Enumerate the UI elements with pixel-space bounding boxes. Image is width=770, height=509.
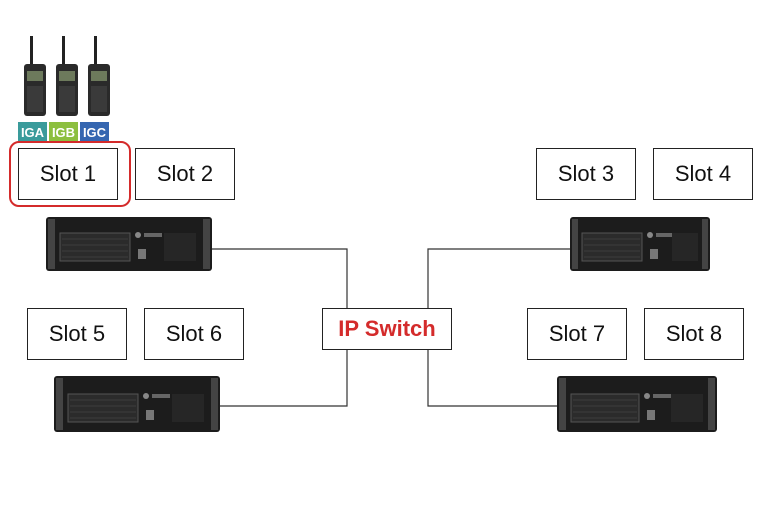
talkgroup-igc: IGC xyxy=(79,121,110,143)
radio-3 xyxy=(88,36,110,116)
talkgroup-igb: IGB xyxy=(48,121,79,143)
slot-1-box: Slot 1 xyxy=(18,148,118,200)
repeater-2 xyxy=(570,217,710,271)
repeater-4 xyxy=(557,376,717,432)
repeater-3 xyxy=(54,376,220,432)
line-repeater-3 xyxy=(218,350,348,407)
slot-3-box: Slot 3 xyxy=(536,148,636,200)
slot-4-box: Slot 4 xyxy=(653,148,753,200)
slot-2-box: Slot 2 xyxy=(135,148,235,200)
line-repeater-4 xyxy=(427,350,560,407)
talkgroup-iga: IGA xyxy=(17,121,48,143)
radio-1 xyxy=(24,36,46,116)
slot-5-box: Slot 5 xyxy=(27,308,127,360)
talkgroup-bar: IGA IGB IGC xyxy=(17,121,110,143)
slot-6-box: Slot 6 xyxy=(144,308,244,360)
repeater-1 xyxy=(46,217,212,271)
line-repeater-1 xyxy=(210,248,348,310)
portable-radios-image xyxy=(24,36,110,116)
radio-2 xyxy=(56,36,78,116)
slot-1-highlight xyxy=(9,141,131,207)
slot-8-box: Slot 8 xyxy=(644,308,744,360)
line-repeater-2 xyxy=(427,248,572,310)
slot-7-box: Slot 7 xyxy=(527,308,627,360)
ip-switch-box: IP Switch xyxy=(322,308,452,350)
